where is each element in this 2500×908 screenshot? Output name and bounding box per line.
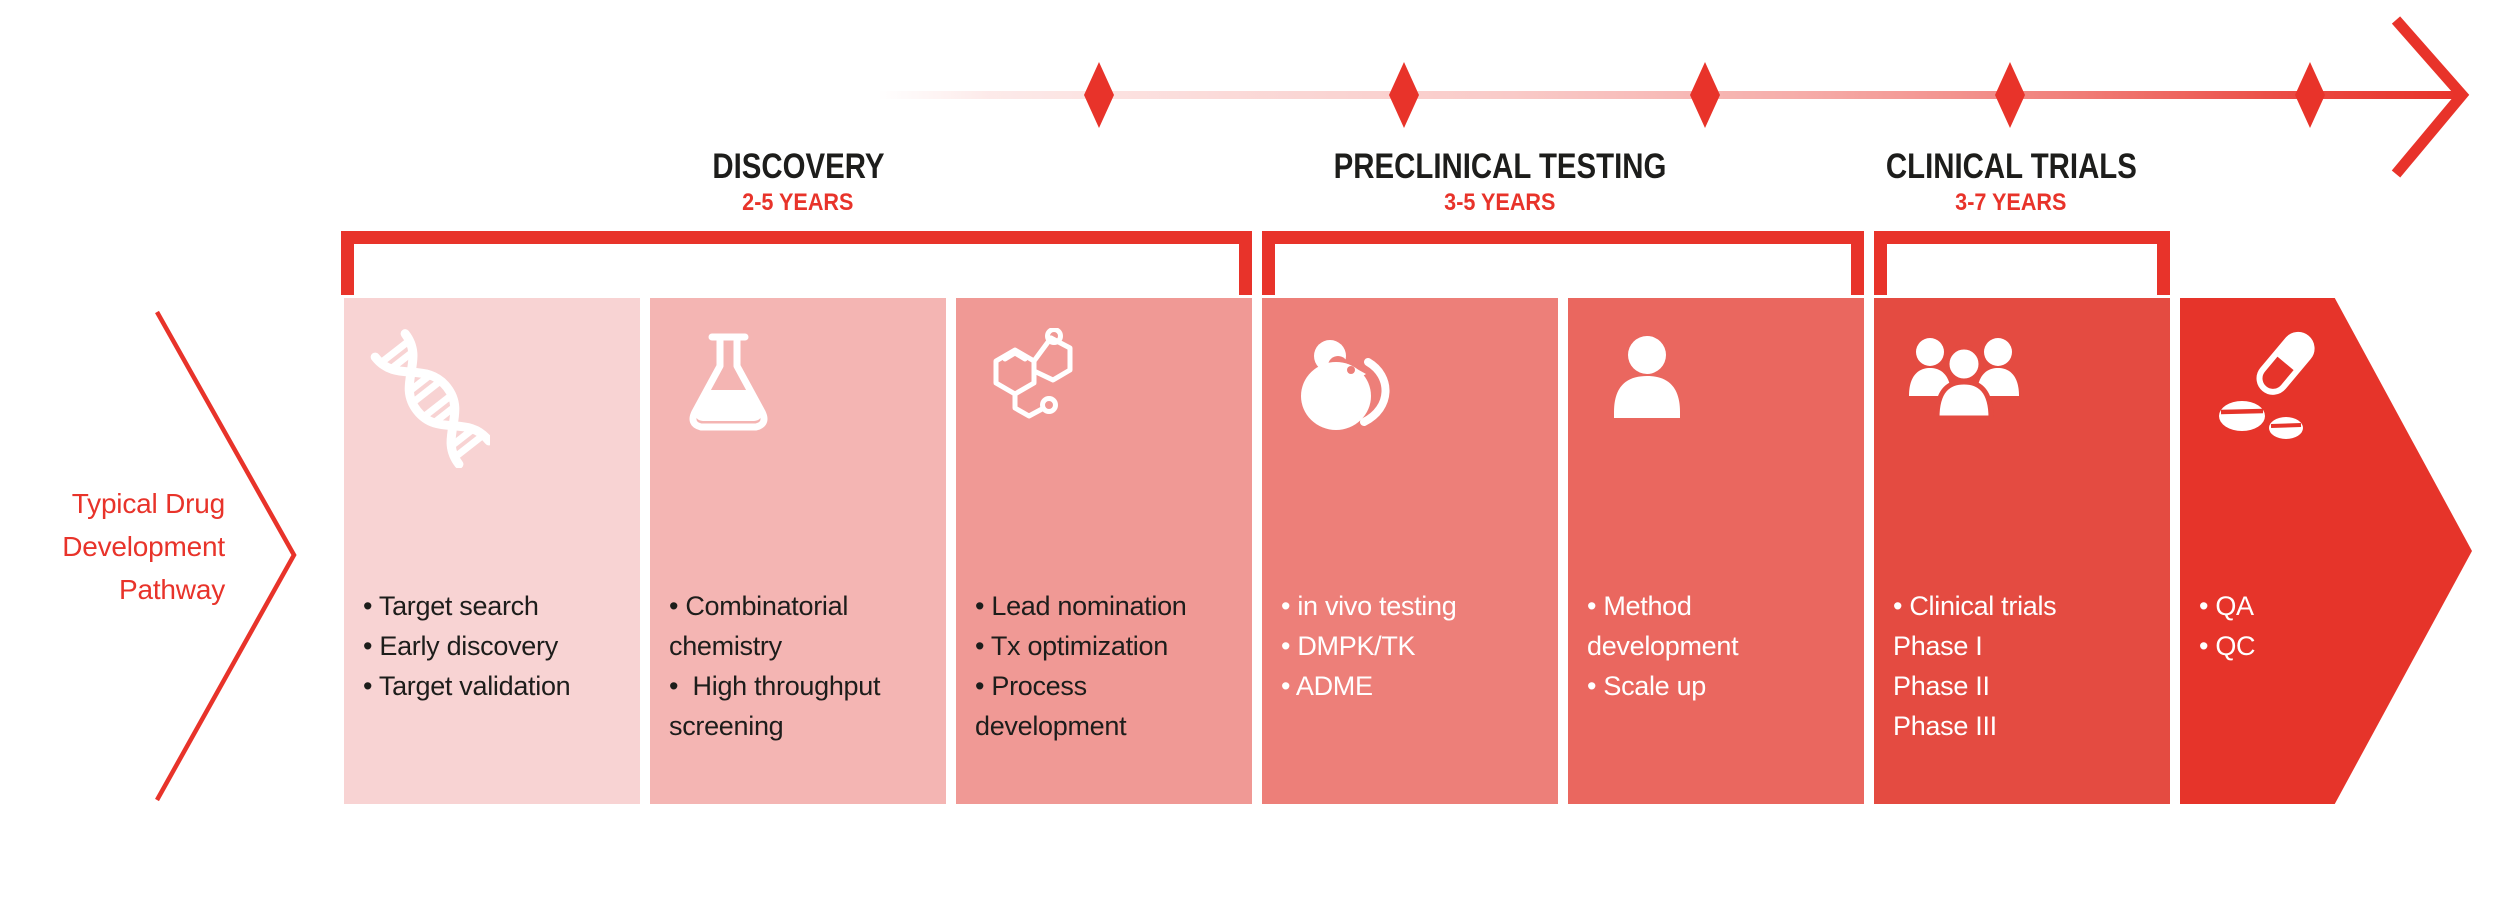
text-line: • Process: [975, 671, 1087, 701]
text-line: • Early discovery: [363, 631, 558, 661]
stage-years: 2-5 YEARS: [742, 189, 854, 216]
stage-years: 3-5 YEARS: [1444, 189, 1556, 216]
block-bullet-list: • Target search • Early discovery • Target…: [363, 586, 634, 706]
text-line: development: [1587, 631, 1739, 661]
milestone-diamond: [1084, 62, 1114, 128]
preclinical-bracket: [1262, 231, 1864, 295]
clinical-bracket: [1874, 231, 2170, 295]
stage-years: 3-7 YEARS: [1955, 189, 2067, 216]
block-bullet-list: • in vivo testing • DMPK/TK • ADME: [1281, 586, 1552, 706]
text-line: • DMPK/TK: [1281, 631, 1416, 661]
stage-header-clinical: CLINICAL TRIALS 3-7 YEARS: [1711, 148, 2311, 216]
text-line: • in vivo testing: [1281, 591, 1457, 621]
block-discovery-lead: • Lead nomination • Tx optimization • Proc…: [956, 298, 1252, 804]
text-line: • Tx optimization: [975, 631, 1168, 661]
milestone-diamond: [1389, 62, 1419, 128]
text-line: chemistry: [669, 631, 782, 661]
people-group-icon: [1900, 328, 2030, 448]
molecule-icon: [982, 327, 1092, 443]
text-line: Typical Drug: [71, 488, 225, 519]
text-line: • Target search: [363, 591, 539, 621]
pills-icon: [2206, 328, 2331, 458]
text-line: • Method: [1587, 591, 1692, 621]
text-line: • Target validation: [363, 671, 571, 701]
text-line: • Combinatorial: [669, 591, 849, 621]
text-line: • QA: [2199, 591, 2254, 621]
block-discovery-chemistry: • Combinatorial chemistry • High throughpu…: [650, 298, 946, 804]
block-bullet-list: • Method development • Scale up: [1587, 586, 1858, 706]
stage-title: DISCOVERY: [711, 147, 885, 186]
text-line: • Clinical trials: [1893, 591, 2057, 621]
milestone-diamond: [2295, 62, 2325, 128]
mouse-icon: [1288, 328, 1403, 453]
block-preclinical-invivo: • in vivo testing • DMPK/TK • ADME: [1262, 298, 1558, 804]
discovery-bracket: [341, 231, 1252, 295]
stage-header-discovery: DISCOVERY 2-5 YEARS: [498, 148, 1098, 216]
milestone-diamond: [1690, 62, 1720, 128]
block-bullet-list: • QA • QC: [2199, 586, 2466, 666]
text-line: development: [975, 711, 1127, 741]
text-line: • QC: [2199, 631, 2256, 661]
timeline-gradient-line: [878, 91, 2458, 99]
text-line: screening: [669, 711, 784, 741]
stage-title: CLINICAL TRIALS: [1885, 147, 2137, 186]
person-icon: [1602, 328, 1702, 448]
text-line: Phase II: [1893, 671, 1990, 701]
flask-icon: [676, 328, 781, 448]
stage-header-preclinical: PRECLINICAL TESTING 3-5 YEARS: [1200, 148, 1800, 216]
text-line: Phase I: [1893, 631, 1983, 661]
text-line: • High throughput: [669, 671, 881, 701]
block-qa-qc: • QA • QC: [2180, 298, 2472, 804]
block-bullet-list: • Lead nomination • Tx optimization • Proc…: [975, 586, 1246, 746]
block-discovery-target: • Target search • Early discovery • Target…: [344, 298, 640, 804]
text-line: • ADME: [1281, 671, 1373, 701]
dna-icon: [370, 328, 494, 473]
text-line: Pathway: [119, 574, 225, 605]
text-line: Phase III: [1893, 711, 1997, 741]
stage-title: PRECLINICAL TESTING: [1333, 147, 1667, 186]
block-preclinical-method: • Method development • Scale up: [1568, 298, 1864, 804]
text-line: • Lead nomination: [975, 591, 1187, 621]
block-bullet-list: • Combinatorial chemistry • High throughpu…: [669, 586, 940, 746]
timeline-arrowhead-icon: [2391, 16, 2470, 178]
text-line: • Scale up: [1587, 671, 1707, 701]
milestone-diamond: [1995, 62, 2025, 128]
text-line: Development: [62, 531, 225, 562]
chevron-right-icon: [155, 310, 297, 802]
